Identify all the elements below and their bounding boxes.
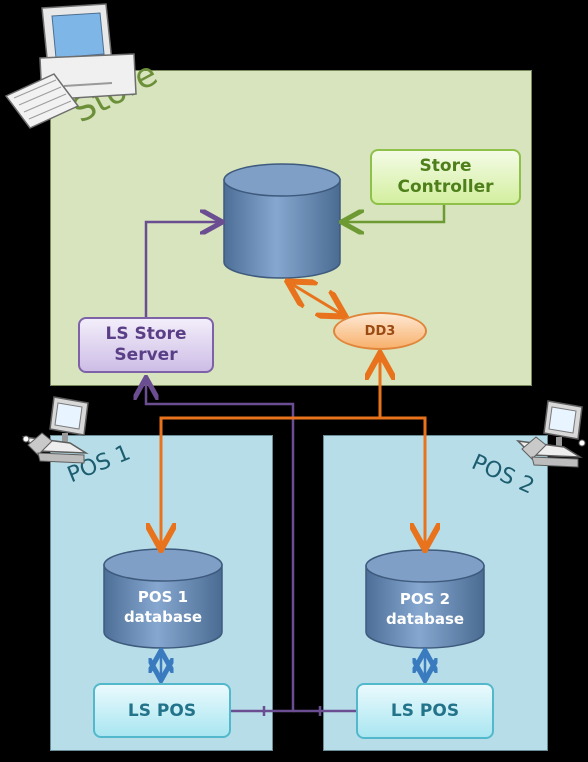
pos2-database-icon [365, 549, 485, 649]
server-to-db-link [144, 222, 220, 317]
desktop-computer-icon [4, 3, 137, 129]
controller-to-db-link [344, 205, 446, 222]
pos2-database-label: POS 2 database [385, 590, 465, 628]
ls-pos-1-box: LS POS [93, 683, 231, 738]
db-dd3-link [290, 283, 343, 315]
dd3-label: DD3 [364, 323, 396, 339]
ls-pos-1-label: LS POS [127, 700, 197, 721]
pos-to-server-link [146, 380, 356, 716]
store-controller-box: Store Controller [370, 149, 521, 205]
pos1-database-label: POS 1 database [123, 588, 203, 626]
ls-store-server-label: LS Store Server [105, 324, 187, 365]
pos1-database-icon [103, 548, 223, 649]
ls-pos-2-label: LS POS [390, 701, 460, 721]
ls-store-server-box: LS Store Server [78, 317, 214, 373]
store-database-icon [223, 163, 341, 279]
ls-pos-2-box: LS POS [356, 683, 494, 739]
store-controller-label: Store Controller [397, 156, 494, 197]
dd3-to-pos-link [161, 356, 425, 547]
pos-terminal-icon [515, 400, 586, 468]
dd3-ellipse: DD3 [333, 312, 427, 350]
pos-terminal-icon [21, 396, 89, 464]
